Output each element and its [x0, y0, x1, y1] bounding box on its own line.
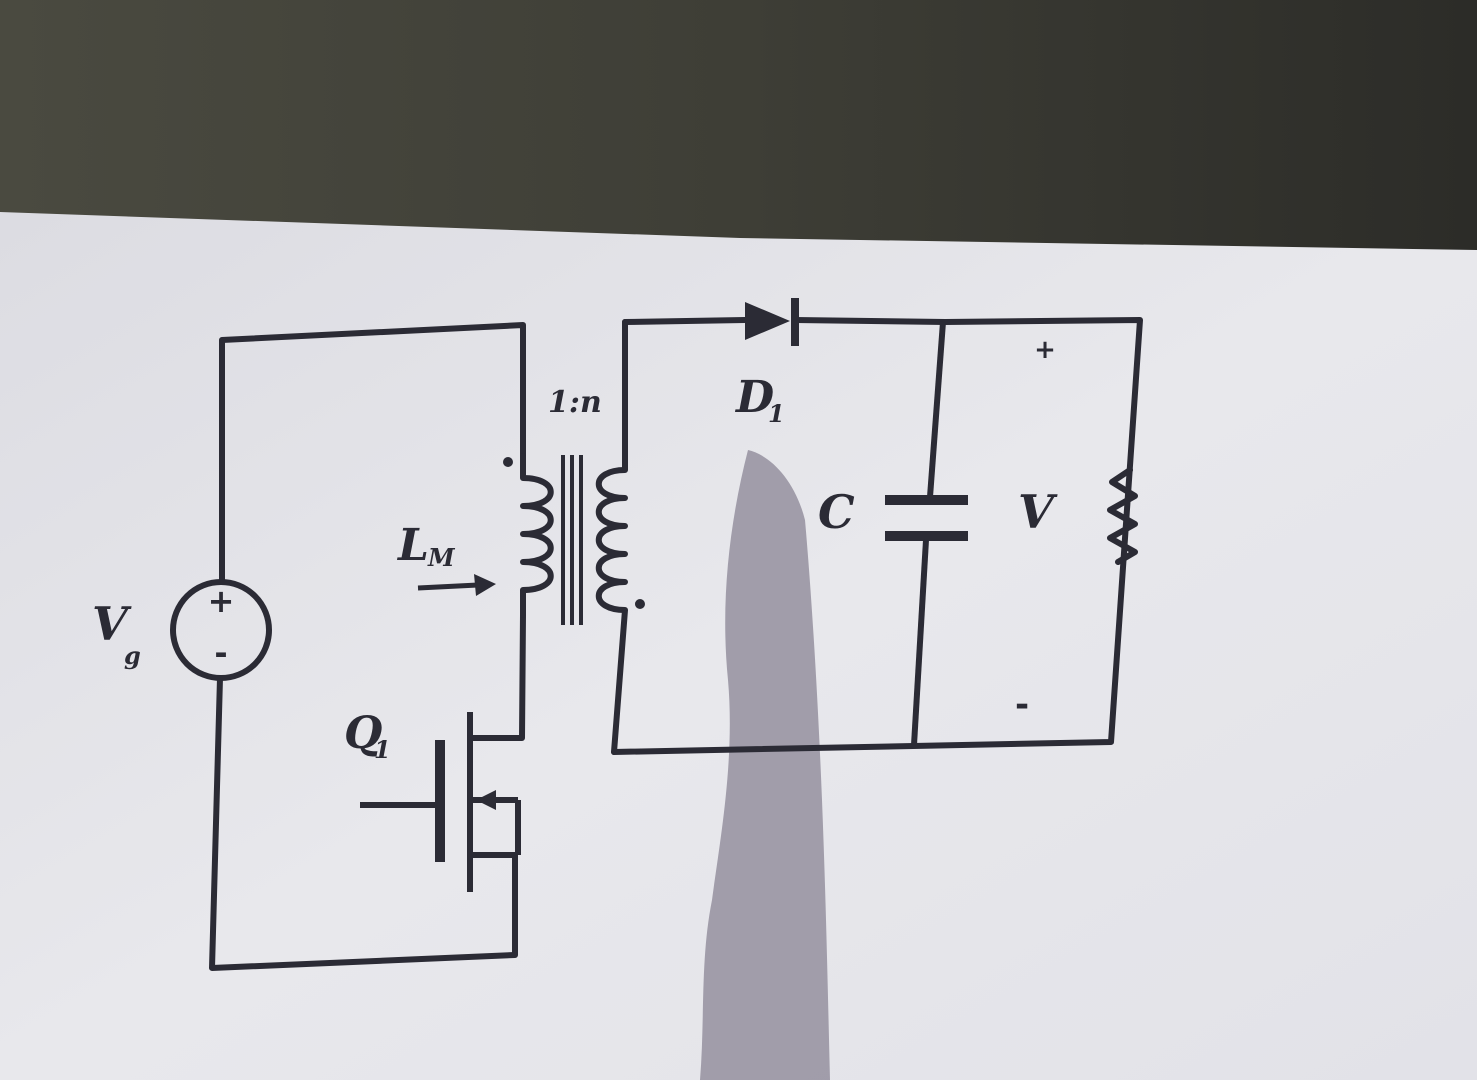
- secondary-top-wire: [611, 317, 1143, 755]
- output-minus-sign: -: [1015, 685, 1029, 725]
- diode-subscript: 1: [768, 399, 785, 428]
- primary-left-wire: [209, 675, 518, 971]
- capacitor: [885, 321, 968, 746]
- magnetizing-current-arrow: [417, 574, 496, 596]
- source-subscript: g: [124, 641, 141, 670]
- source-label: V: [92, 597, 132, 651]
- primary-polarity-dot: [503, 457, 513, 467]
- output-plus-sign: +: [1034, 335, 1056, 365]
- inductor-label: L: [396, 520, 429, 571]
- primary-winding: [503, 453, 554, 618]
- load-resistor: [1107, 467, 1138, 565]
- ink-smudge: [700, 450, 830, 1080]
- turns-ratio-label: 1:n: [548, 385, 602, 420]
- capacitor-label: C: [818, 485, 855, 539]
- switch-label: Q: [344, 708, 382, 759]
- source-minus-sign: -: [214, 634, 227, 672]
- secondary-polarity-dot: [635, 599, 645, 609]
- output-voltage-label: V: [1018, 485, 1058, 539]
- diode: [745, 298, 799, 346]
- voltage-source: + -: [170, 579, 272, 681]
- source-plus-sign: +: [208, 582, 235, 620]
- diode-label: D: [734, 372, 774, 423]
- mosfet-switch: [360, 712, 521, 892]
- inductor-subscript: M: [427, 543, 456, 572]
- secondary-winding: [595, 319, 645, 755]
- primary-top-wire: [219, 322, 526, 583]
- switch-subscript: 1: [374, 735, 391, 764]
- transformer-core: [561, 455, 583, 625]
